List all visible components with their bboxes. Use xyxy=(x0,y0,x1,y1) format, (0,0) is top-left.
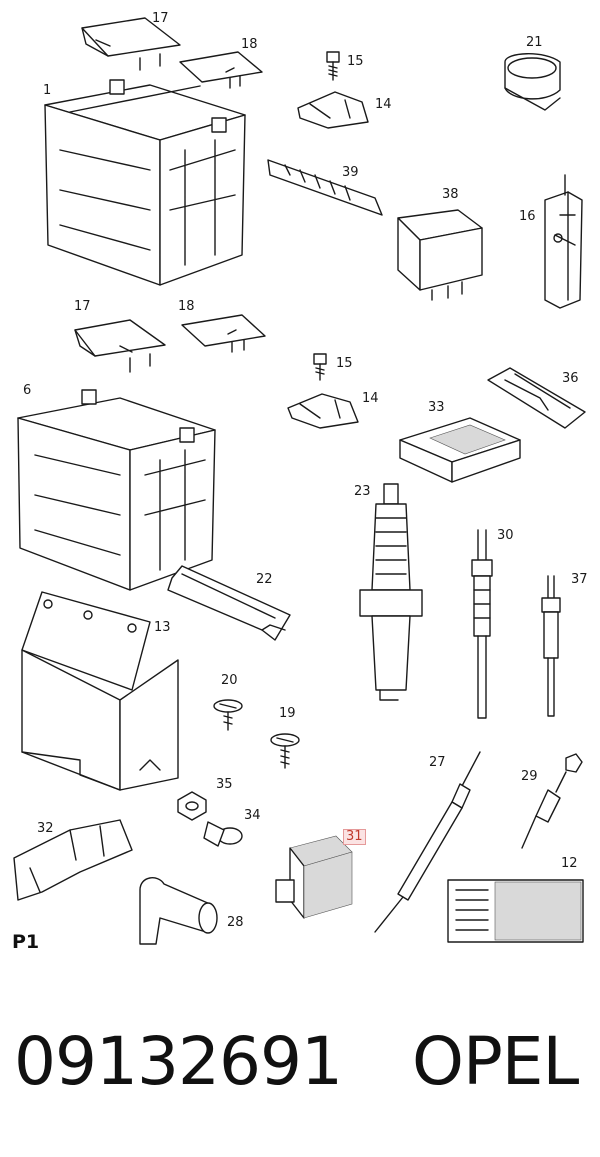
callout-29: 29 xyxy=(521,769,538,784)
callout-23: 23 xyxy=(354,484,371,499)
callout-34: 34 xyxy=(244,808,261,823)
bolt-15-mid xyxy=(313,353,327,381)
connector-31 xyxy=(275,835,353,919)
callout-18-mid: 18 xyxy=(178,299,195,314)
screw-20 xyxy=(213,699,243,731)
clamp-14-mid xyxy=(287,393,359,429)
glow-plug-37 xyxy=(541,575,561,717)
callout-36: 36 xyxy=(562,371,579,386)
fuse-holder-16 xyxy=(544,174,583,309)
battery-box-13 xyxy=(21,591,179,791)
battery-cover-17-mid xyxy=(74,319,166,373)
callout-27: 27 xyxy=(429,755,446,770)
tape-roll-21 xyxy=(504,53,561,111)
bolt-34 xyxy=(203,821,243,847)
callout-17-mid: 17 xyxy=(74,299,91,314)
callout-16: 16 xyxy=(519,209,536,224)
nut-35 xyxy=(177,791,207,821)
screw-19 xyxy=(270,733,300,769)
mounting-bracket-32 xyxy=(13,819,133,901)
clamp-14-top xyxy=(297,91,369,129)
battery-pad-18-mid xyxy=(181,314,266,353)
battery-6 xyxy=(17,389,216,591)
callout-39: 39 xyxy=(342,165,359,180)
label-12 xyxy=(447,879,584,943)
strip-39 xyxy=(267,159,383,216)
callout-1: 1 xyxy=(43,83,52,98)
callout-19: 19 xyxy=(279,706,296,721)
callout-35: 35 xyxy=(216,777,233,792)
part-number: 09132691 xyxy=(14,1023,343,1100)
parts-diagram xyxy=(13,17,586,945)
control-unit-33 xyxy=(399,417,521,483)
battery-pad-18-top xyxy=(179,51,263,89)
brand-name: OPEL xyxy=(412,1023,579,1100)
battery-1 xyxy=(44,79,246,286)
callout-32: 32 xyxy=(37,821,54,836)
callout-30: 30 xyxy=(497,528,514,543)
spark-plug-23 xyxy=(359,483,423,701)
glow-plug-30 xyxy=(471,529,493,719)
callout-20: 20 xyxy=(221,673,238,688)
callout-33: 33 xyxy=(428,400,445,415)
callout-13: 13 xyxy=(154,620,171,635)
clip-22 xyxy=(167,565,291,641)
callout-15-top: 15 xyxy=(347,54,364,69)
callout-12: 12 xyxy=(561,856,578,871)
relay-38 xyxy=(397,209,483,301)
bolt-15-top xyxy=(326,51,340,81)
callout-15-mid: 15 xyxy=(336,356,353,371)
boot-28 xyxy=(139,877,218,945)
callout-18-top: 18 xyxy=(241,37,258,52)
glow-plug-29 xyxy=(521,753,583,849)
callout-38: 38 xyxy=(442,187,459,202)
callout-31-highlighted[interactable]: 31 xyxy=(343,829,366,845)
callout-6: 6 xyxy=(23,383,32,398)
callout-28: 28 xyxy=(227,915,244,930)
glow-plug-27 xyxy=(374,751,481,933)
callout-14-top: 14 xyxy=(375,97,392,112)
bracket-36 xyxy=(487,367,586,429)
callout-17-top: 17 xyxy=(152,11,169,26)
callout-22: 22 xyxy=(256,572,273,587)
callout-21: 21 xyxy=(526,35,543,50)
callout-14-mid: 14 xyxy=(362,391,379,406)
callout-37: 37 xyxy=(571,572,588,587)
battery-cover-17-top xyxy=(81,17,181,71)
section-label: P1 xyxy=(12,931,40,953)
